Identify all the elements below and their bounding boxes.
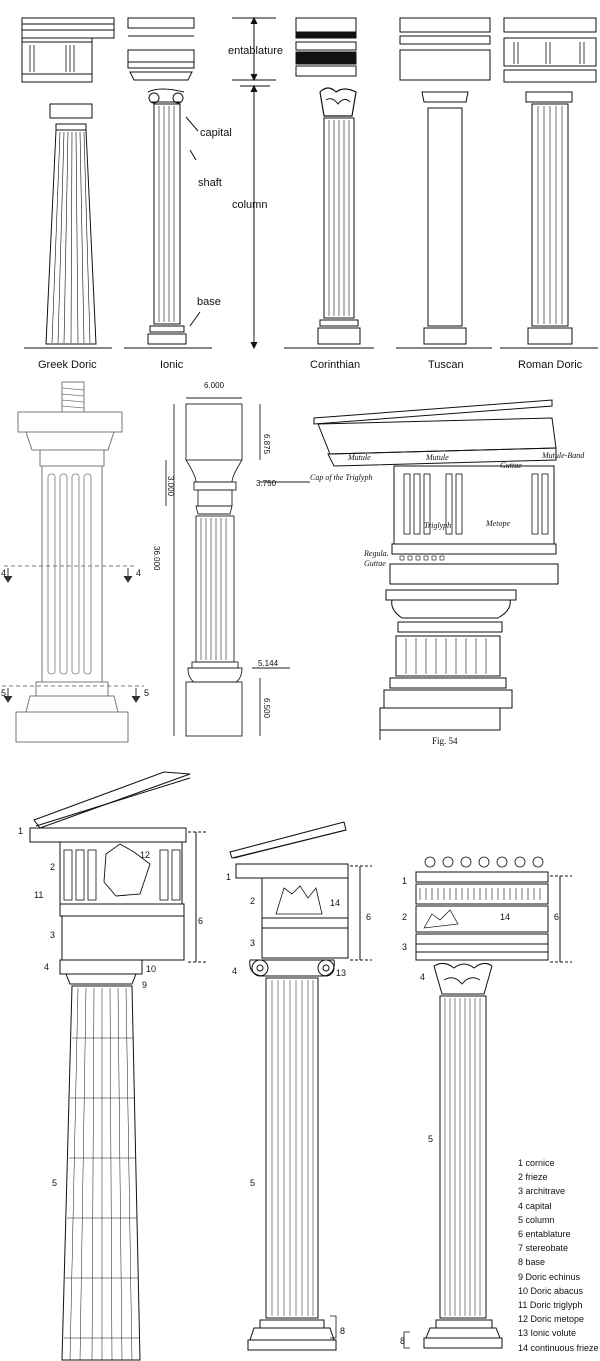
ionic-order-numbered — [229, 821, 372, 1351]
legend-item: 6 entablature — [518, 1229, 571, 1240]
doric-num-4: 4 — [44, 962, 49, 972]
corinth-num-2: 2 — [402, 912, 407, 922]
parts-legend: 1 cornice 2 frieze 3 architrave 4 capita… — [518, 1156, 599, 1355]
corinth-num-14: 14 — [500, 912, 510, 922]
doric-num-9: 9 — [142, 980, 147, 990]
dim-height: 36.000 — [152, 546, 161, 571]
orders-illustration: Greek Doric Ionic Corinthian Tuscan Roma… — [21, 16, 598, 371]
section-mark-5-left: 5 — [1, 688, 6, 698]
fig54-triglyph: Triglyph — [424, 521, 451, 530]
doric-order-numbered — [29, 771, 206, 1361]
fig54-caption: Fig. 54 — [432, 736, 458, 746]
ionic-num-13: 13 — [336, 968, 346, 978]
ionic-num-1: 1 — [226, 872, 231, 882]
numbered-orders: 1 2 11 12 3 4 10 9 6 5 1 2 14 3 4 13 6 5… — [0, 748, 600, 1361]
legend-item: 2 frieze — [518, 1172, 548, 1183]
dim-top: 6.875 — [262, 434, 271, 455]
dim-base-h: 6.500 — [262, 698, 271, 719]
corinth-num-5: 5 — [428, 1134, 433, 1144]
roman-doric-column — [500, 17, 598, 349]
legend-item: 12 Doric metope — [518, 1314, 585, 1325]
label-roman-doric: Roman Doric — [518, 359, 583, 371]
dimensioned-column — [165, 397, 310, 737]
doric-num-11: 11 — [34, 890, 43, 900]
legend-item: 4 capital — [518, 1200, 552, 1211]
fig54-cap-triglyph: Cap of the Triglyph — [310, 473, 372, 482]
fig54-regula: Regula. — [363, 549, 389, 558]
corinthian-order-numbered — [415, 856, 572, 1349]
fig54-mutule-2: Mutule — [425, 453, 449, 462]
legend-item: 8 base — [518, 1257, 546, 1268]
corinth-num-4: 4 — [420, 972, 425, 982]
orders-comparison: Greek Doric Ionic Corinthian Tuscan Roma… — [0, 0, 600, 378]
fig54-metope: Metope — [485, 519, 510, 528]
corinth-num-1: 1 — [402, 876, 407, 886]
dim-width: 6.000 — [204, 381, 225, 390]
legend-item: 10 Doric abacus — [518, 1285, 584, 1296]
ionic-num-3: 3 — [250, 938, 255, 948]
corinthian-column — [284, 17, 374, 349]
label-corinthian: Corinthian — [310, 359, 360, 371]
corinth-num-3: 3 — [402, 942, 407, 952]
ionic-num-8: 8 — [340, 1326, 345, 1336]
corinth-num-6: 6 — [554, 912, 559, 922]
doric-num-12: 12 — [140, 850, 150, 860]
label-base: base — [197, 296, 221, 308]
label-capital: capital — [200, 127, 232, 139]
ionic-column — [124, 17, 212, 349]
legend-item: 3 architrave — [518, 1186, 566, 1197]
fig54-mutule-band: Mutule-Band — [541, 451, 585, 460]
legend-item: 7 stereobate — [518, 1243, 569, 1254]
numbered-orders-svg: 1 2 11 12 3 4 10 9 6 5 1 2 14 3 4 13 6 5… — [18, 771, 572, 1361]
legend-item: 1 cornice — [518, 1158, 555, 1168]
corinth-num-8: 8 — [400, 1336, 405, 1346]
technical-drawings: 4 4 5 5 6.000 6.875 3.750 3.000 36.000 5… — [0, 378, 600, 748]
ionic-num-14: 14 — [330, 898, 340, 908]
ionic-num-2: 2 — [250, 896, 255, 906]
label-greek-doric: Greek Doric — [38, 359, 97, 371]
section-mark-4-right: 4 — [136, 568, 141, 578]
section-marks — [3, 568, 141, 703]
label-tuscan: Tuscan — [428, 359, 464, 371]
doric-num-1: 1 — [18, 826, 23, 836]
ionic-num-4: 4 — [232, 966, 237, 976]
legend-item: 9 Doric echinus — [518, 1271, 581, 1282]
doric-num-6: 6 — [198, 916, 203, 926]
doric-num-10: 10 — [146, 964, 156, 974]
fig54-guttae-2: Guttae — [364, 559, 386, 568]
dim-neck: 3.000 — [166, 476, 175, 497]
fig54-guttae: Guttae — [500, 461, 522, 470]
section-mark-5-right: 5 — [144, 688, 149, 698]
dim-cap: 3.750 — [256, 479, 277, 488]
doric-num-3: 3 — [50, 930, 55, 940]
legend-item: 5 column — [518, 1214, 555, 1225]
greek-doric-column — [21, 17, 115, 349]
label-entablature: entablature — [228, 45, 283, 57]
fig54-drawing — [313, 399, 559, 740]
technical-drawings-svg: 4 4 5 5 6.000 6.875 3.750 3.000 36.000 5… — [1, 381, 585, 746]
section-mark-4-left: 4 — [1, 568, 6, 578]
legend-item: 14 continuous frieze — [518, 1342, 599, 1353]
ionic-num-6: 6 — [366, 912, 371, 922]
legend-item: 13 Ionic volute — [518, 1328, 577, 1339]
label-column: column — [232, 199, 267, 211]
tuscan-column — [396, 17, 492, 349]
doric-num-2: 2 — [50, 862, 55, 872]
legend-item: 11 Doric triglyph — [518, 1300, 583, 1311]
doric-num-5: 5 — [52, 1178, 57, 1188]
ionic-num-5: 5 — [250, 1178, 255, 1188]
fig54-mutule-1: Mutule — [347, 453, 371, 462]
label-ionic: Ionic — [160, 359, 184, 371]
label-shaft: shaft — [198, 177, 222, 189]
column-sketch — [2, 381, 144, 743]
height-dimension — [232, 16, 276, 350]
dim-base-w: 5.144 — [258, 659, 279, 668]
